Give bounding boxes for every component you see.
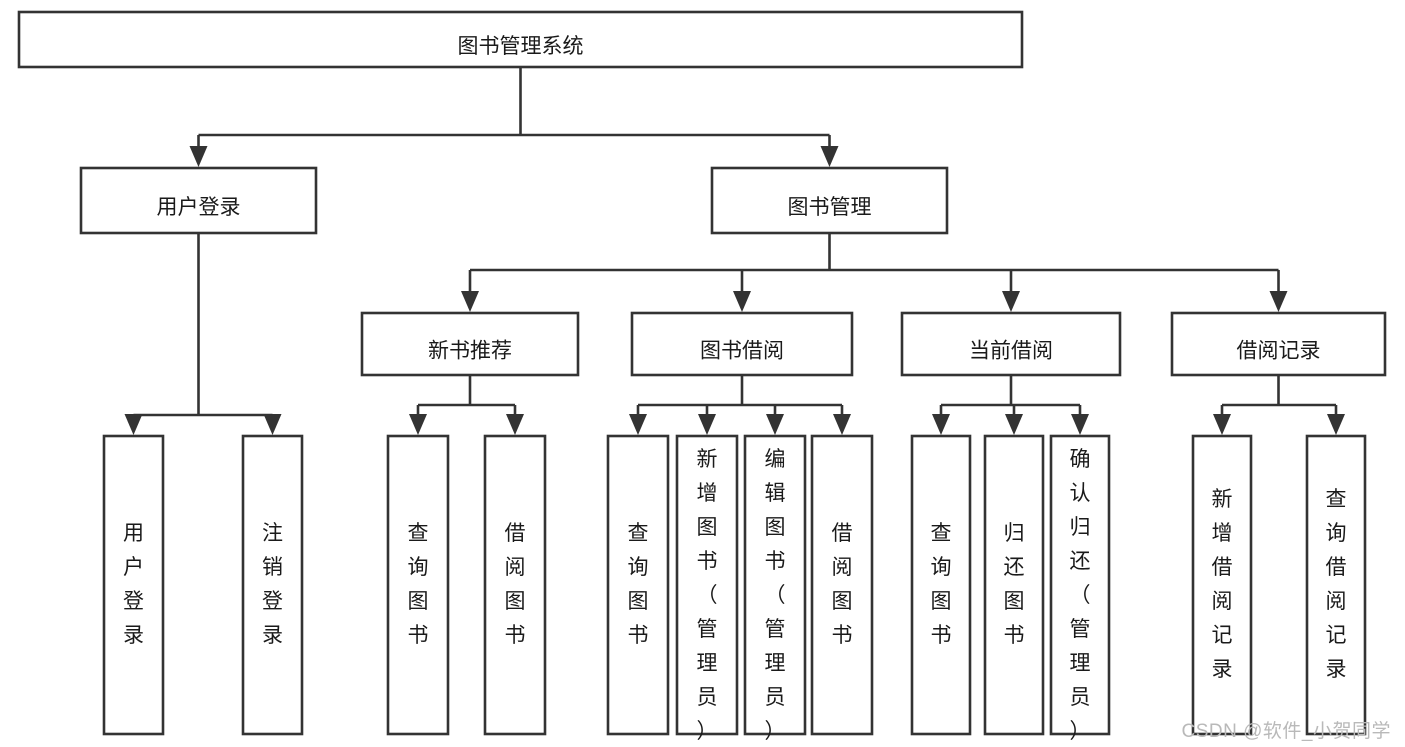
node-leaf-user-login[interactable]: 用户登录 (102, 434, 165, 736)
arrow-head-icon (461, 291, 479, 312)
node-label-borrow-record: 借阅记录 (1237, 340, 1321, 363)
node-label-user-login: 用户登录 (157, 196, 241, 219)
edge-group-borrow-record (1213, 375, 1345, 435)
node-box-leaf-query-record (1305, 434, 1367, 736)
node-leaf-user-logout[interactable]: 注销登录 (241, 434, 304, 736)
node-label-leaf-borrow-book: 借阅图书 (832, 522, 853, 647)
edge-group-user-login (124, 233, 282, 435)
node-box-book-manage (710, 166, 949, 235)
node-label-leaf-add-record: 新增借阅记录 (1212, 488, 1233, 681)
arrow-head-icon (189, 146, 208, 167)
node-label-leaf-borrow-book-rec: 借阅图书 (505, 522, 526, 647)
arrow-head-icon (506, 414, 524, 435)
node-label-new-book-rec: 新书推荐 (428, 340, 512, 363)
node-current-borrow[interactable]: 当前借阅 (900, 311, 1122, 377)
node-box-borrow-record (1170, 311, 1387, 377)
node-new-book-rec[interactable]: 新书推荐 (360, 311, 580, 377)
node-leaf-return-book[interactable]: 归还图书 (983, 434, 1045, 736)
node-box-leaf-borrow-book-rec (483, 434, 547, 736)
edge-group-current-borrow (932, 375, 1089, 435)
node-borrow-record[interactable]: 借阅记录 (1170, 311, 1387, 377)
node-label-leaf-user-logout: 注销登录 (262, 522, 283, 647)
arrow-head-icon (1269, 291, 1288, 312)
node-label-book-manage: 图书管理 (788, 196, 872, 219)
node-label-leaf-query-record: 查询借阅记录 (1326, 488, 1347, 681)
node-label-leaf-add-book: 新增图书（管理员） (697, 448, 718, 743)
edges-layer (124, 67, 1345, 435)
node-label-current-borrow: 当前借阅 (969, 340, 1053, 363)
arrow-head-icon (820, 146, 839, 167)
node-box-current-borrow (900, 311, 1122, 377)
edge-group-new-book-rec (409, 375, 524, 435)
node-label-leaf-return-book: 归还图书 (1004, 522, 1025, 647)
node-leaf-query-book-rec[interactable]: 查询图书 (386, 434, 450, 736)
node-box-book-borrow (630, 311, 854, 377)
node-box-user-login (79, 166, 318, 235)
node-leaf-edit-book[interactable]: 编辑图书（管理员） (743, 434, 807, 743)
node-box-leaf-query-book-rec (386, 434, 450, 736)
arrow-head-icon (1071, 414, 1089, 435)
node-box-leaf-query-book-cur (910, 434, 972, 736)
node-label-leaf-query-book-cur: 查询图书 (931, 522, 952, 647)
edge-group-book-manage (461, 233, 1288, 312)
node-label-leaf-query-book-rec: 查询图书 (408, 522, 429, 647)
arrow-head-icon (124, 414, 143, 435)
edge-group-root (189, 67, 839, 167)
node-box-leaf-return-book (983, 434, 1045, 736)
arrow-head-icon (932, 414, 950, 435)
node-book-manage[interactable]: 图书管理 (710, 166, 949, 235)
arrow-head-icon (629, 414, 647, 435)
node-box-leaf-edit-book (743, 434, 807, 736)
arrow-head-icon (766, 414, 784, 435)
node-leaf-query-book[interactable]: 查询图书 (606, 434, 670, 736)
node-box-root (17, 10, 1024, 69)
node-label-leaf-confirm-return: 确认归还（管理员） (1070, 448, 1091, 743)
node-leaf-add-book[interactable]: 新增图书（管理员） (675, 434, 739, 743)
node-box-leaf-user-logout (241, 434, 304, 736)
arrow-head-icon (1005, 414, 1023, 435)
node-leaf-add-record[interactable]: 新增借阅记录 (1191, 434, 1253, 736)
arrow-head-icon (409, 414, 427, 435)
node-leaf-query-record[interactable]: 查询借阅记录 (1305, 434, 1367, 736)
arrow-head-icon (733, 291, 751, 312)
node-label-leaf-user-login: 用户登录 (123, 522, 144, 647)
node-box-leaf-confirm-return (1049, 434, 1111, 736)
node-leaf-borrow-book[interactable]: 借阅图书 (810, 434, 874, 736)
node-root[interactable]: 图书管理系统 (17, 10, 1024, 69)
node-leaf-confirm-return[interactable]: 确认归还（管理员） (1049, 434, 1111, 743)
node-label-leaf-edit-book: 编辑图书（管理员） (765, 448, 786, 743)
arrow-head-icon (833, 414, 851, 435)
node-box-leaf-user-login (102, 434, 165, 736)
nodes-layer: 图书管理系统用户登录图书管理新书推荐图书借阅当前借阅借阅记录用户登录注销登录查询… (17, 10, 1387, 743)
node-box-new-book-rec (360, 311, 580, 377)
node-label-leaf-query-book: 查询图书 (628, 522, 649, 647)
node-leaf-borrow-book-rec[interactable]: 借阅图书 (483, 434, 547, 736)
arrow-head-icon (698, 414, 716, 435)
node-box-leaf-borrow-book (810, 434, 874, 736)
node-leaf-query-book-cur[interactable]: 查询图书 (910, 434, 972, 736)
arrow-head-icon (263, 414, 282, 435)
node-box-leaf-add-record (1191, 434, 1253, 736)
node-book-borrow[interactable]: 图书借阅 (630, 311, 854, 377)
node-label-book-borrow: 图书借阅 (700, 340, 784, 363)
arrow-head-icon (1213, 414, 1231, 435)
node-box-leaf-add-book (675, 434, 739, 736)
node-user-login[interactable]: 用户登录 (79, 166, 318, 235)
edge-group-book-borrow (629, 375, 851, 435)
arrow-head-icon (1002, 291, 1020, 312)
node-box-leaf-query-book (606, 434, 670, 736)
arrow-head-icon (1327, 414, 1345, 435)
node-label-root: 图书管理系统 (458, 35, 584, 58)
